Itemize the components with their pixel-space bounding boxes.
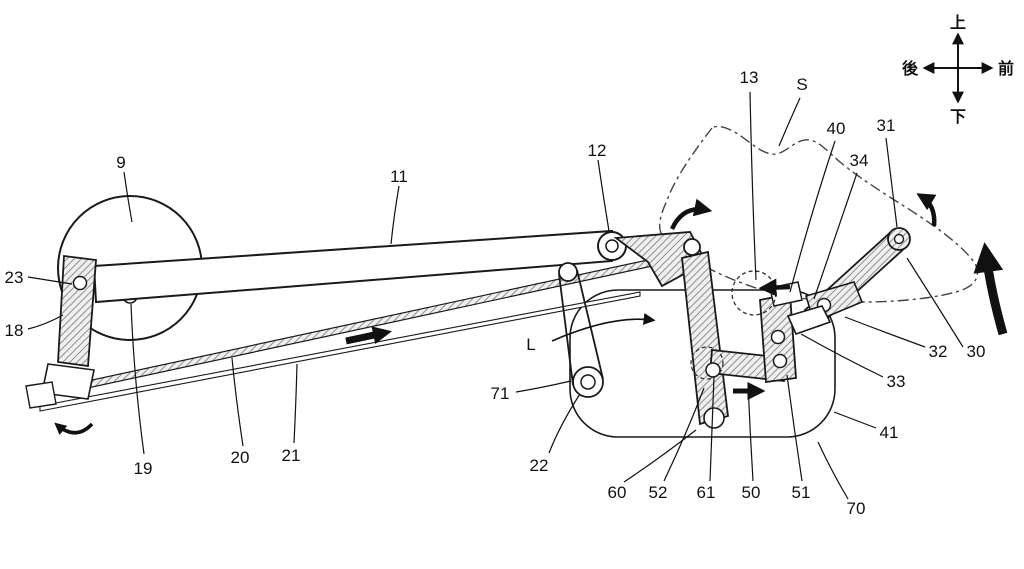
leader-51 (786, 374, 803, 482)
ref-label-19: 19 (134, 459, 153, 478)
pedal-rotation-arrow (54, 422, 94, 435)
ref-label-41: 41 (880, 423, 899, 442)
leader-60 (623, 429, 697, 483)
compass-down-label: 下 (950, 109, 966, 126)
pivot-22-inner (580, 374, 596, 390)
pivot-23 (72, 275, 88, 291)
leader-41 (833, 411, 877, 429)
ref-label-71: 71 (491, 384, 510, 403)
heel-up-arrow (973, 242, 1008, 336)
l-pointer-arrow (551, 313, 656, 342)
ref-label-21: 21 (282, 446, 301, 465)
arm31-rotation-arrow (916, 193, 937, 227)
pivot-60-bottom (703, 407, 725, 429)
ref-label-31: 31 (877, 116, 896, 135)
leader-61 (709, 375, 715, 482)
leader-70 (817, 441, 849, 500)
leader-12 (597, 159, 610, 232)
leader-34 (813, 172, 858, 300)
leader-11 (390, 185, 400, 245)
compass-rear-label: 後 (902, 59, 919, 78)
pivot-51a (770, 329, 786, 345)
leader-19 (130, 303, 145, 455)
pivot-top-60 (683, 238, 701, 256)
leader-13 (749, 91, 757, 281)
leader-lines (27, 91, 964, 500)
link-71 (558, 262, 604, 398)
ref-label-50: 50 (742, 483, 761, 502)
leader-30 (906, 257, 964, 348)
leader-S (778, 97, 801, 147)
leader-23 (27, 276, 73, 285)
orientation-compass: 上 下 後 前 (902, 14, 1014, 126)
leader-9 (123, 171, 133, 223)
leader-18 (27, 314, 64, 330)
ref-label-S: S (796, 75, 807, 94)
leader-22 (548, 393, 581, 454)
ref-label-23: 23 (5, 268, 24, 287)
leader-31 (885, 137, 898, 228)
ref-label-11: 11 (390, 167, 408, 186)
leader-21 (293, 363, 298, 444)
compass-up-label: 上 (950, 14, 966, 32)
bellcrank-rotation-arrow (669, 198, 713, 231)
leader-50 (747, 382, 754, 482)
ref-label-22: 22 (530, 456, 549, 475)
ref-label-30: 30 (967, 342, 986, 361)
pivot-51b (772, 353, 788, 369)
ref-label-13: 13 (740, 68, 759, 87)
ref-label-33: 33 (887, 372, 906, 391)
leader-33 (800, 333, 884, 378)
arm-60 (681, 250, 729, 426)
leader-71 (515, 380, 572, 393)
ref-label-32: 32 (929, 342, 948, 361)
pivot-61 (705, 362, 721, 378)
ref-label-12: 12 (588, 141, 607, 160)
ref-label-52: 52 (649, 483, 668, 502)
phantom-pivot-52 (690, 346, 724, 380)
pivot-31 (893, 233, 905, 245)
pivot-12-inner (605, 239, 619, 253)
crank-link (57, 254, 97, 368)
leader-40 (789, 140, 836, 293)
ref-label-9: 9 (116, 153, 125, 172)
ref-label-40: 40 (827, 119, 846, 138)
ref-label-70: 70 (847, 499, 866, 518)
ref-label-20: 20 (231, 448, 250, 467)
compass-front-label: 前 (998, 59, 1014, 78)
ref-label-L: L (526, 335, 535, 354)
ref-label-60: 60 (608, 483, 627, 502)
ref-label-34: 34 (850, 151, 869, 170)
leader-52 (663, 387, 705, 482)
part-33 (786, 305, 832, 336)
leader-20 (231, 357, 244, 447)
part40-direction-arrow (758, 278, 791, 297)
rod-direction-arrow (345, 326, 392, 345)
reference-labels: 9 11 12 13 S 40 34 31 23 18 19 20 21 22 … (5, 68, 986, 518)
ref-label-51: 51 (792, 483, 811, 502)
pedal-toe (25, 381, 57, 409)
leader-32 (844, 316, 926, 348)
ref-label-61: 61 (697, 483, 716, 502)
phantom-pivot-13 (731, 270, 777, 316)
push-rod-lower (39, 291, 641, 412)
ref-label-18: 18 (5, 321, 24, 340)
